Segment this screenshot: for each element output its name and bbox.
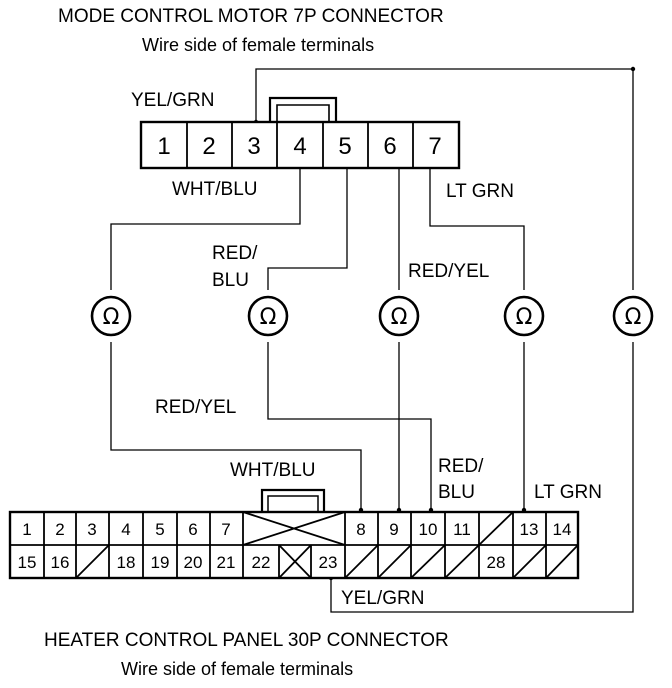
bottom-connector-title: HEATER CONTROL PANEL 30P CONNECTOR bbox=[44, 630, 449, 651]
label-red-yel-top: RED/YEL bbox=[408, 261, 489, 282]
connector-latch bbox=[268, 96, 338, 122]
wire-lt-grn bbox=[429, 168, 525, 290]
pin-30p-9: 9 bbox=[389, 520, 398, 539]
pin-30p-14: 14 bbox=[553, 520, 572, 539]
wire-wht-blu bbox=[110, 168, 301, 290]
pin-30p-19: 19 bbox=[151, 553, 170, 572]
wire-wht-blu-lower bbox=[110, 342, 362, 512]
label-wht-blu-top: WHT/BLU bbox=[172, 179, 258, 200]
pin-30p-4: 4 bbox=[121, 520, 130, 539]
pin-7p-3: 3 bbox=[247, 133, 260, 160]
pin-30p-10: 10 bbox=[419, 520, 438, 539]
heater-control-panel-30p-connector: 1 2 3 4 5 6 7 8 9 10 11 13 14 15 16 18 1… bbox=[8, 488, 580, 580]
pin-30p-13: 13 bbox=[520, 520, 539, 539]
ohm-symbol-3: Ω bbox=[391, 305, 408, 330]
ohm-symbol-2: Ω bbox=[260, 305, 277, 330]
label-red-blu-bottom-line1: RED/ bbox=[438, 456, 484, 477]
label-yel-grn-top: YEL/GRN bbox=[131, 90, 214, 111]
pin-30p-11: 11 bbox=[453, 520, 471, 539]
label-red-blu-bottom-line2: BLU bbox=[438, 482, 475, 503]
label-red-blu-top-line2: BLU bbox=[212, 270, 249, 291]
wire-red-blu bbox=[267, 168, 348, 290]
top-connector-title: MODE CONTROL MOTOR 7P CONNECTOR bbox=[58, 6, 444, 27]
ohm-symbol-5: Ω bbox=[625, 305, 642, 330]
pin-30p-1: 1 bbox=[22, 520, 31, 539]
label-red-blu-top-line1: RED/ bbox=[212, 243, 258, 264]
pin-30p-22: 22 bbox=[252, 553, 271, 572]
wire-yel-grn bbox=[255, 68, 634, 290]
pin-30p-16: 16 bbox=[51, 553, 70, 572]
label-lt-grn-top: LT GRN bbox=[446, 181, 514, 202]
mode-control-motor-7p-connector: 1 2 3 4 5 6 7 bbox=[139, 96, 461, 170]
bottom-connector-subtitle: Wire side of female terminals bbox=[121, 659, 353, 679]
label-lt-grn-bottom: LT GRN bbox=[534, 482, 602, 503]
pin-7p-5: 5 bbox=[338, 133, 351, 160]
top-connector-subtitle: Wire side of female terminals bbox=[142, 35, 374, 55]
pin-7p-1: 1 bbox=[157, 133, 170, 160]
wire-yel-grn-lower bbox=[330, 342, 634, 613]
pin-7p-4: 4 bbox=[293, 133, 306, 160]
wires bbox=[110, 66, 636, 613]
pin-30p-7: 7 bbox=[221, 520, 230, 539]
ohmmeter-2: Ω bbox=[247, 295, 289, 337]
pin-30p-21: 21 bbox=[217, 553, 236, 572]
pin-30p-6: 6 bbox=[188, 520, 197, 539]
pin-30p-23: 23 bbox=[319, 553, 338, 572]
ohmmeter-1: Ω bbox=[90, 295, 132, 337]
pin-30p-5: 5 bbox=[155, 520, 164, 539]
pin-30p-15: 15 bbox=[18, 553, 37, 572]
label-red-yel-bottom: RED/YEL bbox=[155, 397, 236, 418]
pin-30p-18: 18 bbox=[117, 553, 136, 572]
pin-30p-28: 28 bbox=[487, 553, 506, 572]
pin-30p-8: 8 bbox=[356, 520, 365, 539]
label-wht-blu-bottom: WHT/BLU bbox=[230, 460, 316, 481]
ohmmeter-3: Ω bbox=[378, 295, 420, 337]
ohmmeter-4: Ω bbox=[503, 295, 545, 337]
pin-7p-7: 7 bbox=[428, 133, 441, 160]
ohm-symbol-1: Ω bbox=[103, 305, 120, 330]
connector-latch-30p bbox=[260, 488, 326, 512]
pin-30p-20: 20 bbox=[184, 553, 203, 572]
ohmmeter-5: Ω bbox=[612, 295, 654, 337]
wire-red-blu-lower bbox=[267, 342, 432, 512]
label-yel-grn-bottom: YEL/GRN bbox=[341, 588, 424, 609]
pin-30p-2: 2 bbox=[55, 520, 64, 539]
pin-7p-2: 2 bbox=[202, 133, 215, 160]
ohm-symbol-4: Ω bbox=[516, 305, 533, 330]
connector-7p-body bbox=[139, 120, 461, 170]
pin-30p-3: 3 bbox=[87, 520, 96, 539]
pin-7p-6: 6 bbox=[383, 133, 396, 160]
